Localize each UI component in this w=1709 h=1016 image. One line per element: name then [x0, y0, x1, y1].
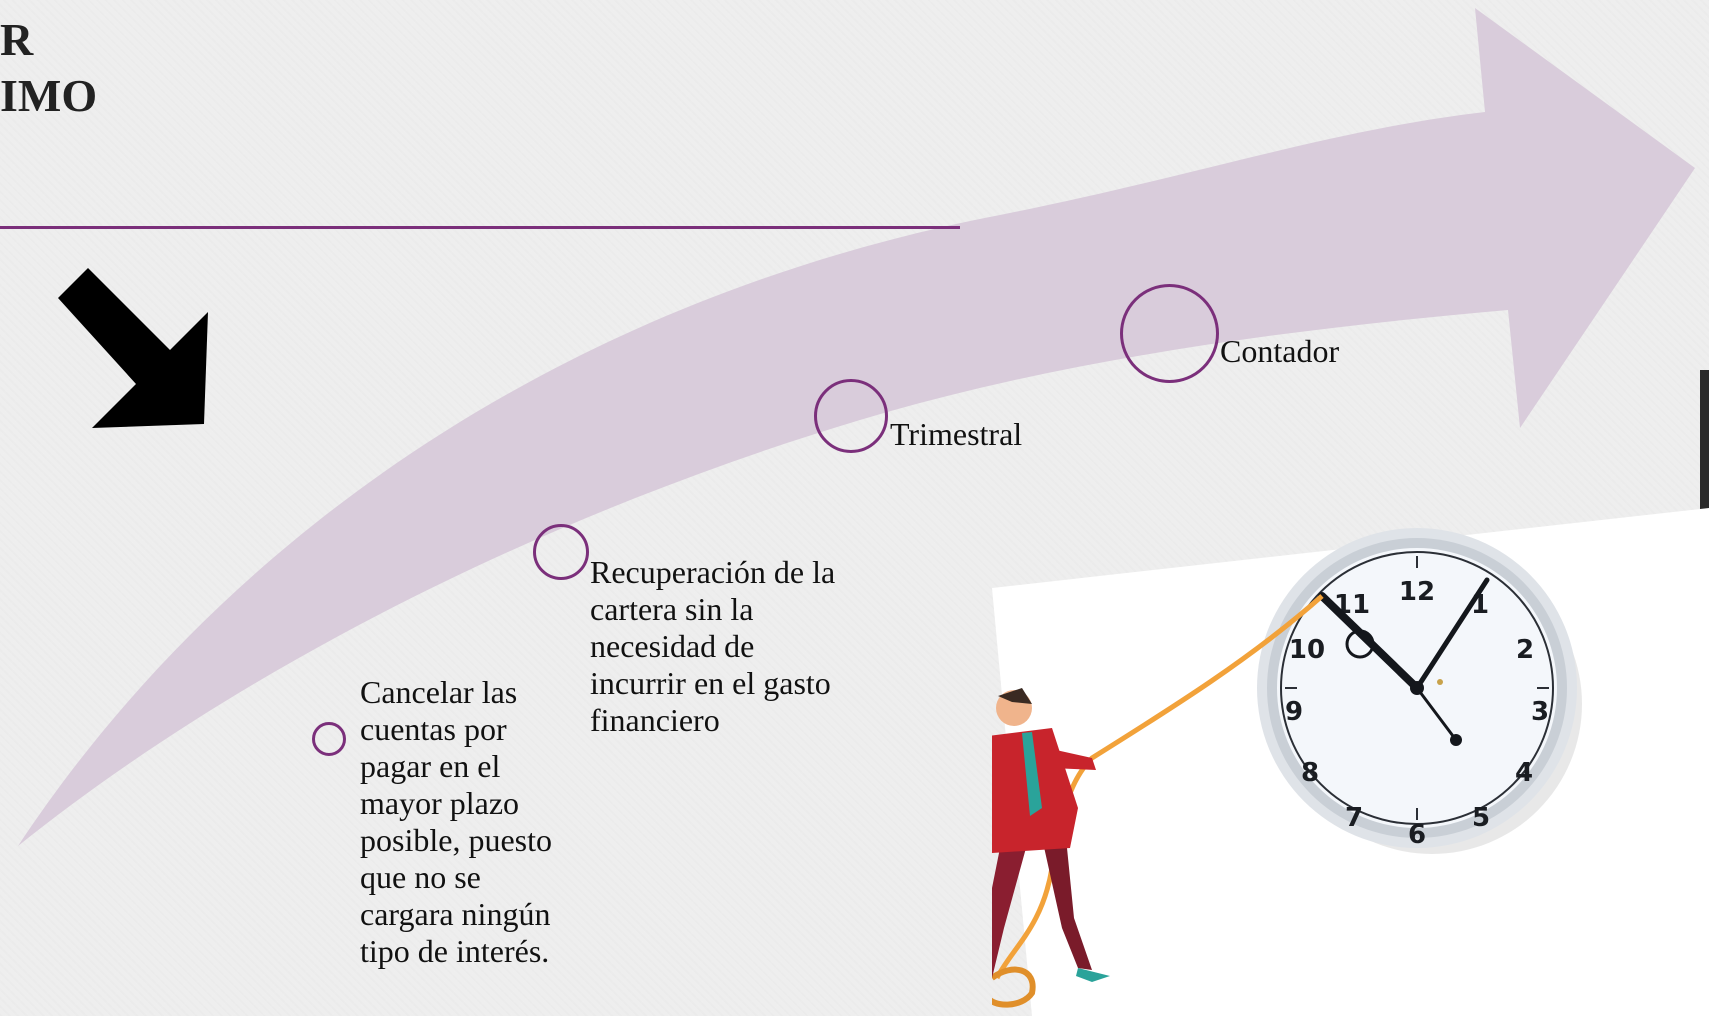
arrow-down-right-icon — [58, 268, 208, 428]
clock-number-2: 2 — [1516, 635, 1534, 665]
clock-number-3: 3 — [1531, 697, 1549, 727]
clock-number-8: 8 — [1301, 758, 1319, 788]
step-marker-3 — [814, 379, 888, 453]
clock-number-10: 10 — [1289, 635, 1325, 665]
clock-number-9: 9 — [1285, 697, 1303, 727]
clock-number-5: 5 — [1472, 803, 1490, 833]
clock-illustration: 12 1 2 3 4 5 6 7 8 9 10 11 — [992, 508, 1709, 1016]
man-pulling-rope-illustration — [992, 688, 1110, 982]
rope — [994, 594, 1324, 980]
clock-number-4: 4 — [1515, 758, 1533, 788]
step-label-3: Trimestral — [890, 416, 1023, 452]
slide-title-line-1: R — [0, 14, 34, 65]
step-label-2: Recuperación de la cartera sin la necesi… — [590, 554, 836, 738]
process-arrow-shape — [18, 8, 1695, 846]
title-divider — [0, 226, 960, 229]
step-marker-4 — [1120, 284, 1219, 383]
step-label-4: Contador — [1220, 333, 1340, 369]
wall-clock-icon: 12 1 2 3 4 5 6 7 8 9 10 11 — [1257, 528, 1577, 850]
clock-number-6: 6 — [1408, 820, 1426, 850]
clock-number-12: 12 — [1399, 577, 1435, 607]
step-marker-1 — [312, 722, 346, 756]
clock-number-7: 7 — [1345, 803, 1363, 833]
clock-illustration-art: 12 1 2 3 4 5 6 7 8 9 10 11 — [992, 508, 1709, 1016]
edge-mark — [1700, 370, 1709, 520]
slide-title: R IMO — [0, 12, 97, 124]
step-label-1: Cancelar las cuentas por pagar en el may… — [360, 674, 552, 969]
slide-title-line-2: IMO — [0, 70, 98, 121]
step-marker-2 — [533, 524, 589, 580]
